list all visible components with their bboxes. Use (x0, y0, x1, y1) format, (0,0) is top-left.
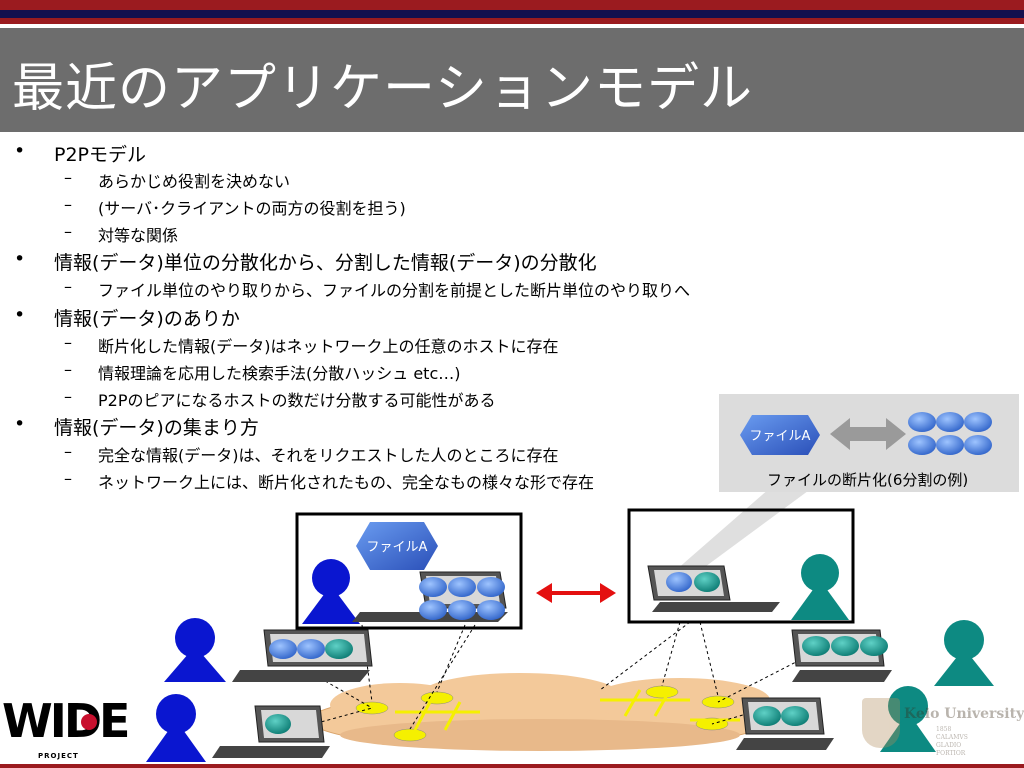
user-icon (791, 554, 849, 620)
fragment-icon (269, 639, 297, 659)
sub-bullet-marker: – (64, 442, 72, 461)
fragment-icon (802, 636, 830, 656)
sub-bullet-marker: – (64, 277, 72, 296)
file-hexagon (356, 522, 438, 570)
p2p-network-diagram: ファイルA (146, 394, 1019, 762)
fragment-icon (666, 572, 692, 592)
file-hexagon (740, 415, 820, 455)
sub-bullet-marker: – (64, 222, 72, 241)
fragment-icon (936, 412, 964, 432)
sub-bullet-marker: – (64, 387, 72, 406)
fragment-icon (936, 435, 964, 455)
stripe-navy (0, 10, 1024, 18)
user-icon (302, 559, 360, 624)
exchange-arrow-icon (536, 583, 616, 603)
keio-logo-motto: 1858 CALAMVS GLADIO FORTIOR (936, 726, 968, 757)
bullet-marker: • (14, 140, 26, 162)
sub-bullet-text: 完全な情報(データ)は、それをリクエストした人のところに存在 (98, 446, 559, 465)
router-icon (645, 685, 679, 699)
keio-logo-text: Keio University (904, 706, 1024, 722)
sub-bullet-text: ファイル単位のやり取りから、ファイルの分割を前提とした断片単位のやり取りへ (98, 281, 691, 300)
fragment-icon (694, 572, 720, 592)
fragment-icon (325, 639, 353, 659)
router-icon (420, 691, 454, 705)
fragment-group (419, 577, 505, 620)
title-bar: 最近のアプリケーションモデル (0, 28, 1024, 132)
sub-bullet-marker: – (64, 168, 72, 187)
fragmentation-caption: ファイルの断片化(6分割の例) (767, 471, 969, 489)
network-cloud (309, 673, 771, 751)
sub-bullet-marker: – (64, 333, 72, 352)
fragment-icon (753, 706, 781, 726)
network-links (395, 689, 740, 731)
bullet-text: 情報(データ)の集まり方 (54, 417, 259, 439)
callout-wedge (676, 488, 812, 578)
bullet-text: P2Pモデル (54, 144, 147, 166)
sub-bullet-text: ネットワーク上には、断片化されたもの、完全なもの様々な形で存在 (98, 473, 595, 492)
sub-bullet-text: 情報理論を応用した検索手法(分散ハッシュ etc…) (98, 364, 461, 383)
laptop-icon (736, 697, 834, 750)
user-icon (146, 694, 206, 762)
user-icon (934, 620, 994, 686)
file-label: ファイルA (367, 540, 428, 555)
fragment-icon (265, 714, 291, 734)
sub-bullet-marker: – (64, 195, 72, 214)
highlight-box-right (627, 508, 855, 624)
fragment-icon (860, 636, 888, 656)
keio-university-logo: Keio University 1858 CALAMVS GLADIO FORT… (860, 694, 1024, 768)
bullet-text: 情報(データ)単位の分散化から、分割した情報(データ)の分散化 (54, 252, 597, 274)
bullet-text: 情報(データ)のありか (54, 308, 240, 330)
highlight-box-left (295, 512, 523, 630)
keio-shield-icon (862, 698, 900, 748)
fragment-icon (831, 636, 859, 656)
bullet-marker: • (14, 304, 26, 326)
top-stripe (0, 0, 1024, 28)
file-label: ファイルA (750, 429, 811, 444)
stripe-red-top (0, 0, 1024, 10)
sub-bullet-text: P2Pのピアになるホストの数だけ分散する可能性がある (98, 391, 496, 410)
bullet-marker: • (14, 413, 26, 435)
double-arrow-icon (830, 418, 906, 450)
user-icon (880, 686, 936, 752)
sub-bullet-text: (サーバ･クライアントの両方の役割を担う) (98, 199, 406, 218)
sub-bullet-marker: – (64, 360, 72, 379)
sub-bullet-text: 断片化した情報(データ)はネットワーク上の任意のホストに存在 (98, 337, 559, 356)
fragment-icon (908, 435, 936, 455)
wide-logo-dot-icon (81, 714, 97, 730)
wide-logo-subtext: PROJECT (38, 752, 79, 760)
wide-logo-text: WIDE (2, 694, 130, 748)
fragment-icon (297, 639, 325, 659)
connection-lines (309, 621, 801, 730)
stripe-red-bottom (0, 18, 1024, 24)
sub-bullet-marker: – (64, 469, 72, 488)
slide-title: 最近のアプリケーションモデル (12, 59, 753, 119)
bottom-stripe (0, 764, 1024, 768)
sub-bullet-text: 対等な関係 (98, 226, 179, 245)
bullet-marker: • (14, 248, 26, 270)
fragment-group (908, 412, 992, 455)
fragment-icon (781, 706, 809, 726)
sub-bullet-text: あらかじめ役割を決めない (98, 172, 291, 191)
fragment-icon (908, 412, 936, 432)
fragment-icon (964, 412, 992, 432)
user-icon (164, 618, 226, 682)
wide-project-logo: WIDE PROJECT (2, 694, 130, 768)
router-icon (393, 728, 427, 742)
fragment-icon (964, 435, 992, 455)
